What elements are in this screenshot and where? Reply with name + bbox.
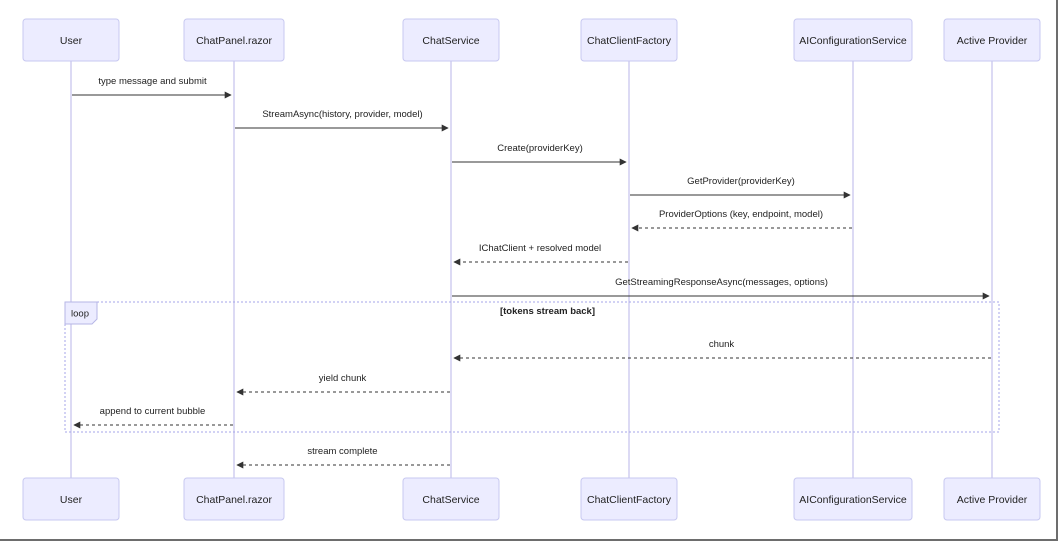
participant-box-chatpanel-top: [183, 18, 285, 62]
participant-label-user-bottom: User: [60, 494, 83, 506]
participant-label-factory-bottom: ChatClientFactory: [587, 494, 672, 506]
message-label-1: type message and submit: [98, 76, 207, 87]
participant-label-chatservice-top: ChatService: [422, 35, 479, 47]
message-label-2: StreamAsync(history, provider, model): [262, 109, 422, 120]
participant-box-user-top: [22, 18, 120, 62]
participant-box-provider-top: [943, 18, 1041, 62]
message-label-3: Create(providerKey): [497, 143, 583, 154]
loop-condition: [tokens stream back]: [500, 306, 595, 317]
participant-box-provider-bottom: [943, 477, 1041, 521]
participant-box-user-bottom: [22, 477, 120, 521]
participant-label-chatpanel-top: ChatPanel.razor: [196, 35, 272, 47]
participant-label-aiconfig-bottom: AIConfigurationService: [799, 494, 907, 506]
participant-box-chatservice-top: [402, 18, 500, 62]
message-label-5: ProviderOptions (key, endpoint, model): [659, 209, 823, 220]
participant-box-chatpanel-bottom: [183, 477, 285, 521]
participant-label-user-top: User: [60, 35, 83, 47]
participant-box-factory-bottom: [580, 477, 678, 521]
participant-label-factory-top: ChatClientFactory: [587, 35, 672, 47]
participant-label-provider-bottom: Active Provider: [957, 494, 1028, 506]
participant-label-chatpanel-bottom: ChatPanel.razor: [196, 494, 272, 506]
participant-label-provider-top: Active Provider: [957, 35, 1028, 47]
participant-box-factory-top: [580, 18, 678, 62]
participant-box-aiconfig-top: [793, 18, 913, 62]
message-label-7: GetStreamingResponseAsync(messages, opti…: [615, 277, 828, 288]
loop-tag-label: loop: [71, 309, 89, 320]
participant-box-chatservice-bottom: [402, 477, 500, 521]
loop-tag: [64, 301, 98, 325]
message-label-8: chunk: [709, 339, 735, 350]
message-label-4: GetProvider(providerKey): [687, 176, 795, 187]
message-label-9: yield chunk: [319, 373, 367, 384]
participant-box-aiconfig-bottom: [793, 477, 913, 521]
participant-label-aiconfig-top: AIConfigurationService: [799, 35, 907, 47]
message-label-11: stream complete: [307, 446, 377, 457]
participant-label-chatservice-bottom: ChatService: [422, 494, 479, 506]
message-label-10: append to current bubble: [100, 406, 206, 417]
message-label-6: IChatClient + resolved model: [479, 243, 601, 254]
